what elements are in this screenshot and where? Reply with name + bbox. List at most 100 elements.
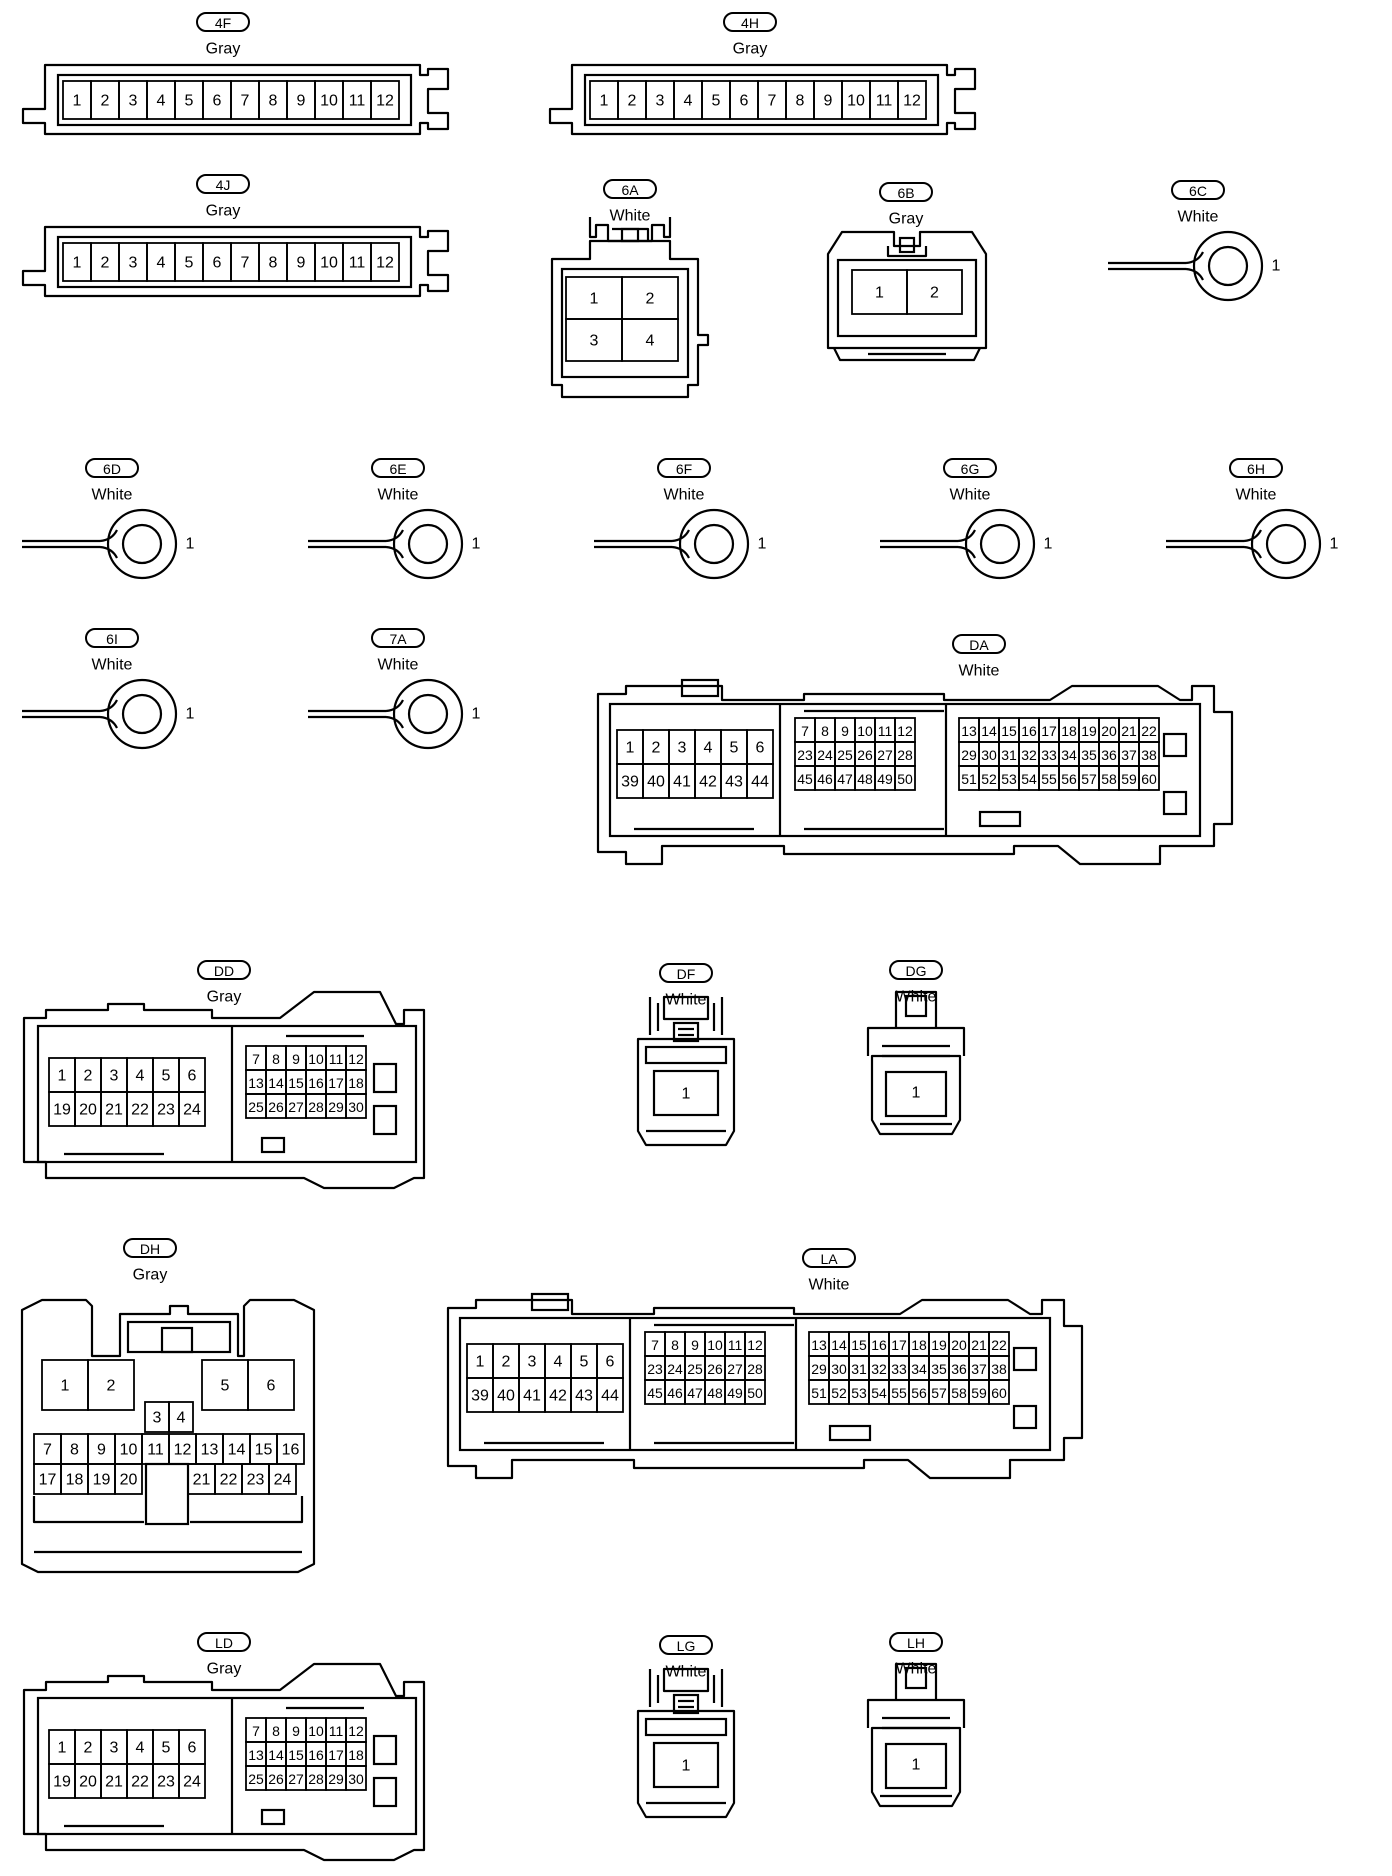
outline [372,1776,398,1808]
pin-number: 23 [157,1774,175,1791]
outline [32,1496,144,1524]
pin-number: 17 [1041,723,1057,739]
outline [56,73,413,127]
outline [1243,545,1262,559]
pin-number: 46 [667,1385,683,1401]
pin-number: 26 [857,747,873,763]
pin-number: 15 [288,1747,304,1763]
outline [106,508,178,580]
pin-number: 7 [768,93,777,110]
pin-number: 11 [349,93,366,110]
pin-number: 4 [684,93,693,110]
pin-number: 47 [687,1385,703,1401]
outline [21,63,450,136]
pin-number: 28 [308,1771,324,1787]
connector-color-label: White [378,657,419,674]
outline [178,1763,206,1799]
outline [21,225,450,298]
outline [371,628,425,648]
connector-color-label: Gray [207,989,242,1006]
pin-number: 16 [308,1075,324,1091]
pin-number: 21 [971,1337,987,1353]
pin-number: 24 [183,1102,201,1119]
pin-number: 27 [288,1771,304,1787]
outline [648,1669,724,1707]
outline [1207,245,1249,287]
outline [889,960,943,980]
pin-number: 19 [1081,723,1097,739]
outline [1243,529,1262,543]
outline [385,715,404,729]
pin-number: 23 [797,747,813,763]
connector-color-label: White [959,663,1000,680]
pin-number: 22 [131,1774,149,1791]
outline [36,1024,418,1164]
pin-number: 12 [348,1051,364,1067]
pin-number: 27 [877,747,893,763]
pin-number: 43 [725,774,743,791]
pin-number: 28 [897,747,913,763]
pin-number: 13 [248,1075,264,1091]
pin-number: 4 [157,93,166,110]
pin-number: 25 [837,747,853,763]
pin-number: 28 [747,1361,763,1377]
outline [370,242,400,282]
outline [196,174,250,194]
pin-number: 58 [1101,771,1117,787]
pin-number: 56 [1061,771,1077,787]
pin-number: 29 [328,1099,344,1115]
connector-color-label: White [610,208,651,225]
outline [20,1298,316,1574]
pin-number: 34 [1061,747,1077,763]
pin-number: 5 [580,1354,589,1371]
pin-number: 42 [549,1388,567,1405]
outline [952,634,1006,654]
pin-number: 12 [376,93,394,110]
pin-number: 33 [891,1361,907,1377]
pin-number: 49 [877,771,893,787]
pin-number: 16 [308,1747,324,1763]
pin-number: 18 [911,1337,927,1353]
outline [530,1292,570,1312]
pin-number: 7 [252,1723,260,1739]
pin-number: 15 [851,1337,867,1353]
outline [898,236,916,254]
outline [247,1359,295,1411]
outline [407,693,449,735]
outline [662,1667,710,1693]
outline [144,1462,190,1526]
pin-number: 53 [851,1385,867,1401]
pin-number: 9 [297,93,306,110]
pin-number: 60 [1141,771,1157,787]
outline [894,765,916,791]
outline [672,1693,700,1715]
pin-number: 25 [248,1099,264,1115]
outline [889,1632,943,1652]
outline [648,997,724,1035]
pin-number: 6 [756,740,765,757]
pin-number: 7 [801,723,809,739]
pin-number: 3 [129,255,138,272]
pin-number: 2 [107,1378,116,1395]
outline [1171,180,1225,200]
connector-color-label: White [378,487,419,504]
pin-number: 12 [348,1723,364,1739]
pin-number: 1 [758,536,767,553]
pin-number: 1 [912,1757,921,1774]
pin-number: 19 [931,1337,947,1353]
pin-number: 18 [1061,723,1077,739]
pin-number: 12 [747,1337,763,1353]
connector-color-label: White [1236,487,1277,504]
pin-number: 1 [682,1086,691,1103]
pin-number: 9 [824,93,833,110]
pin-number: 21 [105,1102,123,1119]
pin-number: 54 [1021,771,1037,787]
pin-number: 18 [66,1472,84,1489]
